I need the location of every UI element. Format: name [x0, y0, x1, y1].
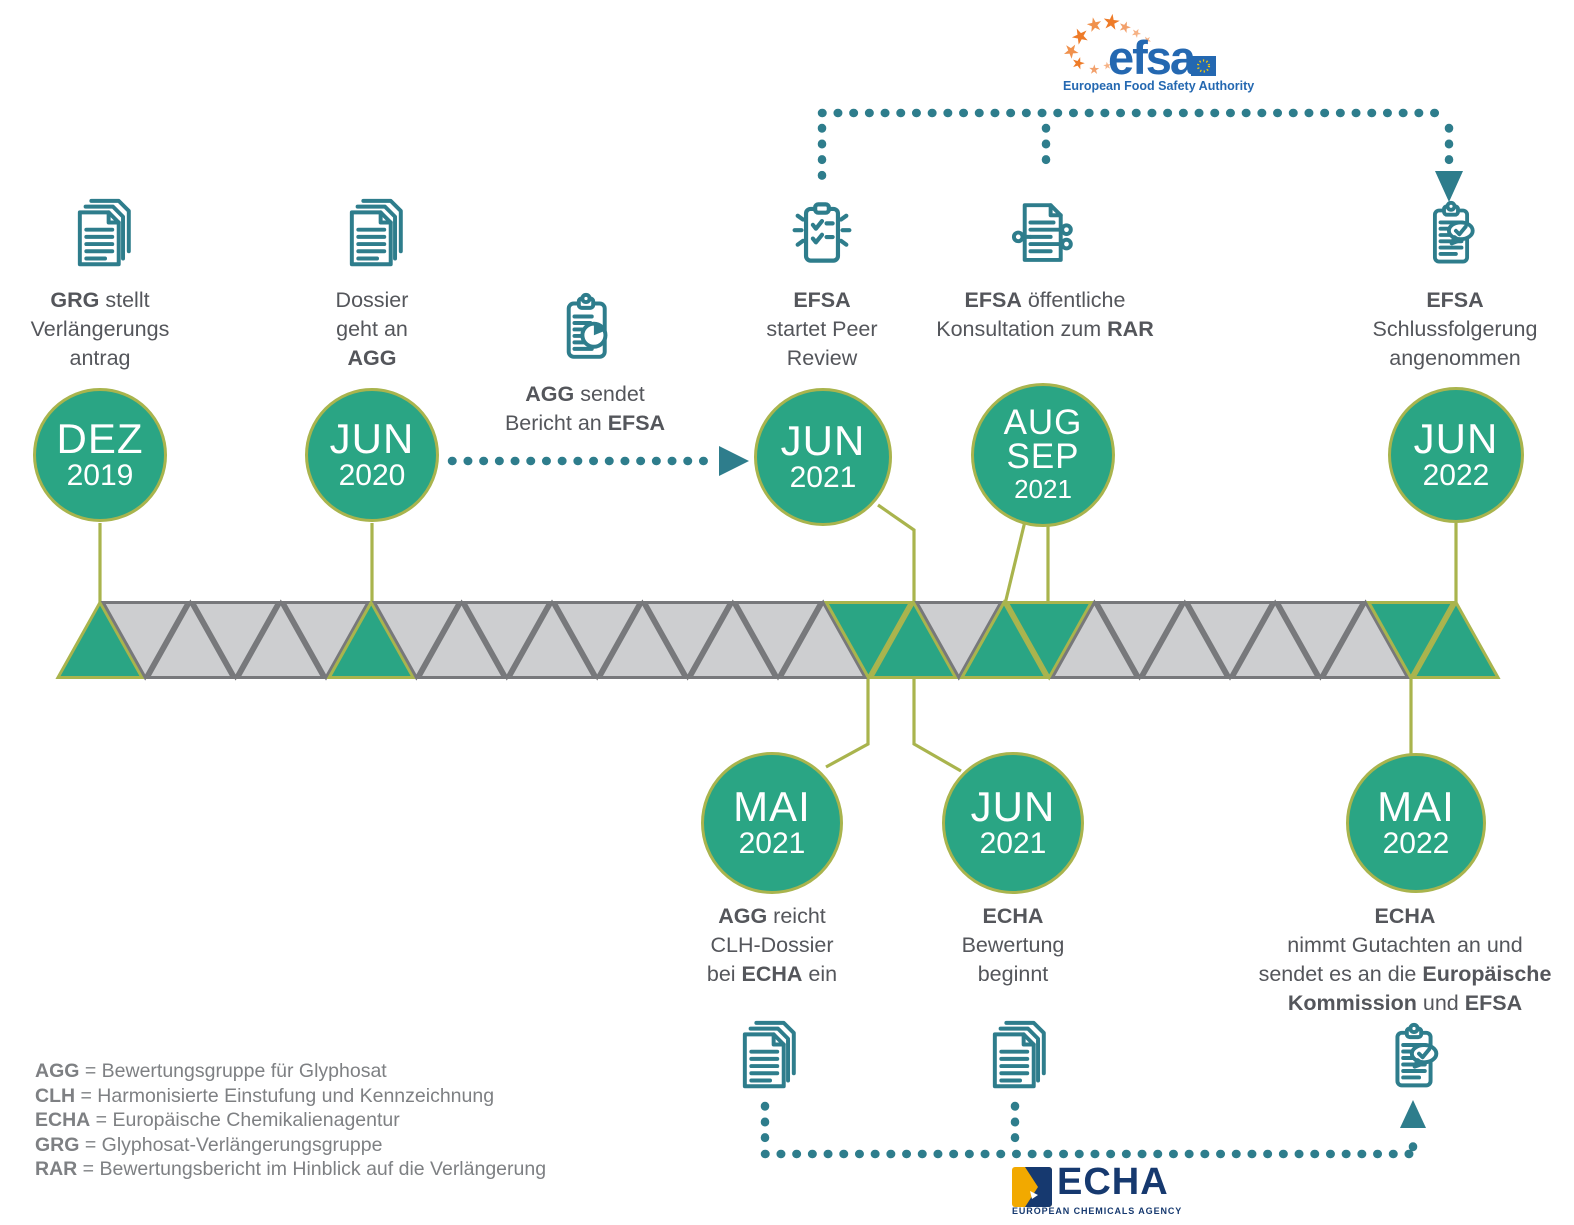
timeline-triangle	[1275, 601, 1365, 681]
event-label-efsa-peer-review: EFSA startet Peer Review	[766, 288, 878, 370]
timeline-triangle	[281, 601, 371, 681]
timeline-triangle-highlight	[326, 599, 416, 679]
echa-logo-subtitle: EUROPEAN CHEMICALS AGENCY	[1012, 1206, 1183, 1216]
echa-logo-icon	[1012, 1167, 1052, 1207]
timeline-triangle	[643, 601, 733, 681]
event-label-efsa-konsultation: EFSA öffentliche Konsultation zum RAR	[936, 288, 1154, 341]
timeline-triangle-highlight	[823, 601, 913, 681]
connector-line	[877, 503, 916, 602]
timeline-triangle	[236, 599, 326, 679]
event-label-agg-bericht: AGG sendet Bericht an EFSA	[504, 382, 666, 435]
clipboard-approved-icon	[1378, 1022, 1450, 1094]
efsa-logo-wordmark: efsa	[1108, 31, 1196, 84]
date-circle-jun-2021: JUN 2021	[754, 388, 892, 526]
date-circle-jun-2020: JUN 2020	[305, 388, 439, 522]
date-circle-dez-2019: DEZ 2019	[33, 388, 167, 522]
event-label-grg-antrag: GRG stellt Verlängerungs antrag	[30, 288, 170, 370]
event-label-dossier-agg: Dossier geht an AGG	[335, 288, 409, 370]
timeline-triangle	[145, 599, 235, 679]
echa-logo-wordmark: ECHA	[1057, 1161, 1169, 1203]
arrow-right-icon	[719, 446, 749, 476]
arrow-up-icon	[1400, 1100, 1426, 1128]
echa-logo: ECHA EUROPEAN CHEMICALS AGENCY	[1012, 1161, 1181, 1218]
timeline-triangle-highlight	[959, 599, 1049, 679]
connector-line	[825, 677, 870, 769]
efsa-logo: ★ ★ ★ ★ ★ ★ ★ ★ ★ ★ efsa European Food S…	[1055, 10, 1255, 96]
date-circle-aug-sep-2021: AUG SEP 2021	[971, 383, 1115, 527]
document-network-icon	[1006, 198, 1078, 270]
timeline-triangle-highlight	[1411, 599, 1501, 679]
timeline-triangle	[1185, 601, 1275, 681]
legend-row: RAR = Bewertungsbericht im Hinblick auf …	[35, 1158, 547, 1180]
timeline-triangle	[1321, 599, 1411, 679]
connector-line	[1003, 516, 1028, 605]
timeline-triangle	[371, 601, 461, 681]
timeline-triangle-highlight	[869, 599, 959, 679]
timeline-triangle	[462, 601, 552, 681]
connector-line	[912, 677, 962, 773]
documents-icon	[64, 198, 136, 270]
timeline-triangle	[1049, 599, 1139, 679]
event-label-efsa-schlussfolgerung: EFSA Schlussfolgerung angenommen	[1372, 288, 1538, 370]
timeline-triangle	[1095, 601, 1185, 681]
timeline-triangle	[733, 601, 823, 681]
legend-row: GRG = Glyphosat-Verlängerungsgruppe	[35, 1133, 383, 1156]
clipboard-approved-icon	[1416, 200, 1486, 270]
efsa-logo-star: ★	[1084, 61, 1103, 78]
timeline-triangle	[507, 599, 597, 679]
timeline-triangle	[1230, 599, 1320, 679]
date-circle-mai-2022: MAI 2022	[1346, 753, 1486, 893]
clipboard-pie-chart-icon	[550, 292, 622, 364]
timeline-triangle-highlight	[1004, 601, 1094, 681]
event-label-agg-clh-dossier: AGG reicht CLH-Dossier bei ECHA ein	[706, 904, 838, 986]
legend-row: CLH = Harmonisierte Einstufung und Kennz…	[35, 1084, 495, 1107]
clipboard-checklist-icon	[784, 196, 860, 272]
documents-icon	[729, 1020, 801, 1092]
legend: AGG = Bewertungsgruppe für Glyphosat CLH…	[35, 1059, 546, 1182]
legend-row: AGG = Bewertungsgruppe für Glyphosat	[35, 1060, 387, 1082]
timeline-triangle	[597, 599, 687, 679]
date-circle-mai-2021: MAI 2021	[701, 752, 843, 894]
date-circle-jun-2021-bottom: JUN 2021	[942, 752, 1084, 894]
legend-row: ECHA = Europäische Chemikalienagentur	[35, 1109, 400, 1131]
event-label-echa-bewertung: ECHA Bewertung beginnt	[961, 904, 1065, 986]
timeline-triangle	[778, 599, 868, 679]
timeline-triangle-highlight	[55, 599, 145, 679]
event-label-echa-gutachten: ECHA nimmt Gutachten an und sendet es an…	[1258, 904, 1552, 1015]
timeline-triangle	[914, 601, 1004, 681]
timeline-triangle-highlight	[1366, 601, 1456, 681]
date-circle-jun-2022: JUN 2022	[1388, 387, 1524, 523]
timeline-triangle	[417, 599, 507, 679]
timeline-triangle	[1140, 599, 1230, 679]
documents-icon	[336, 198, 408, 270]
timeline-triangle	[688, 599, 778, 679]
documents-icon	[979, 1020, 1051, 1092]
efsa-logo-subtitle: European Food Safety Authority	[1063, 79, 1255, 93]
timeline-triangle	[191, 601, 281, 681]
timeline-triangle	[100, 601, 190, 681]
eu-flag-icon	[1191, 56, 1216, 76]
arrow-down-icon	[1435, 171, 1463, 202]
timeline-triangle	[552, 601, 642, 681]
